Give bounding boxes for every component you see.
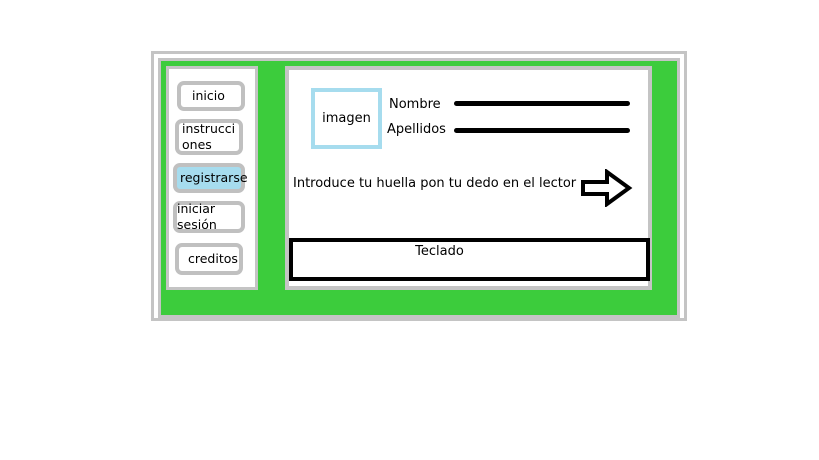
fingerprint-instruction: Introduce tu huella pon tu dedo en el le…	[293, 176, 577, 191]
sidebar-item-inicio[interactable]: inicio	[177, 81, 245, 111]
arrow-right-icon[interactable]	[580, 169, 634, 207]
sidebar-item-creditos[interactable]: creditos	[175, 243, 243, 275]
sidebar-item-label: instrucci ones	[182, 121, 236, 152]
surname-field[interactable]	[454, 128, 630, 133]
sidebar: inicio instrucci ones registrarse inicia…	[166, 66, 258, 290]
name-field[interactable]	[454, 101, 630, 106]
sidebar-item-iniciar-sesion[interactable]: iniciar sesión	[173, 201, 245, 233]
name-label: Nombre	[389, 97, 441, 112]
sidebar-item-registrarse[interactable]: registrarse	[173, 163, 248, 193]
sidebar-item-label: inicio	[192, 88, 225, 103]
keyboard-button[interactable]: Teclado	[289, 238, 650, 281]
sidebar-item-label: registrarse	[180, 170, 248, 185]
surname-label: Apellidos	[387, 122, 446, 137]
sidebar-item-instrucciones[interactable]: instrucci ones	[175, 119, 243, 155]
sidebar-item-label: iniciar sesión	[177, 201, 217, 232]
profile-image-placeholder[interactable]: imagen	[311, 88, 382, 149]
keyboard-label: Teclado	[415, 244, 464, 259]
sidebar-item-label: creditos	[188, 251, 238, 266]
image-label: imagen	[322, 111, 371, 126]
registration-panel: imagen Nombre Apellidos Introduce tu hue…	[285, 66, 652, 290]
app-frame: inicio instrucci ones registrarse inicia…	[158, 58, 680, 318]
app-window: inicio instrucci ones registrarse inicia…	[151, 51, 687, 321]
